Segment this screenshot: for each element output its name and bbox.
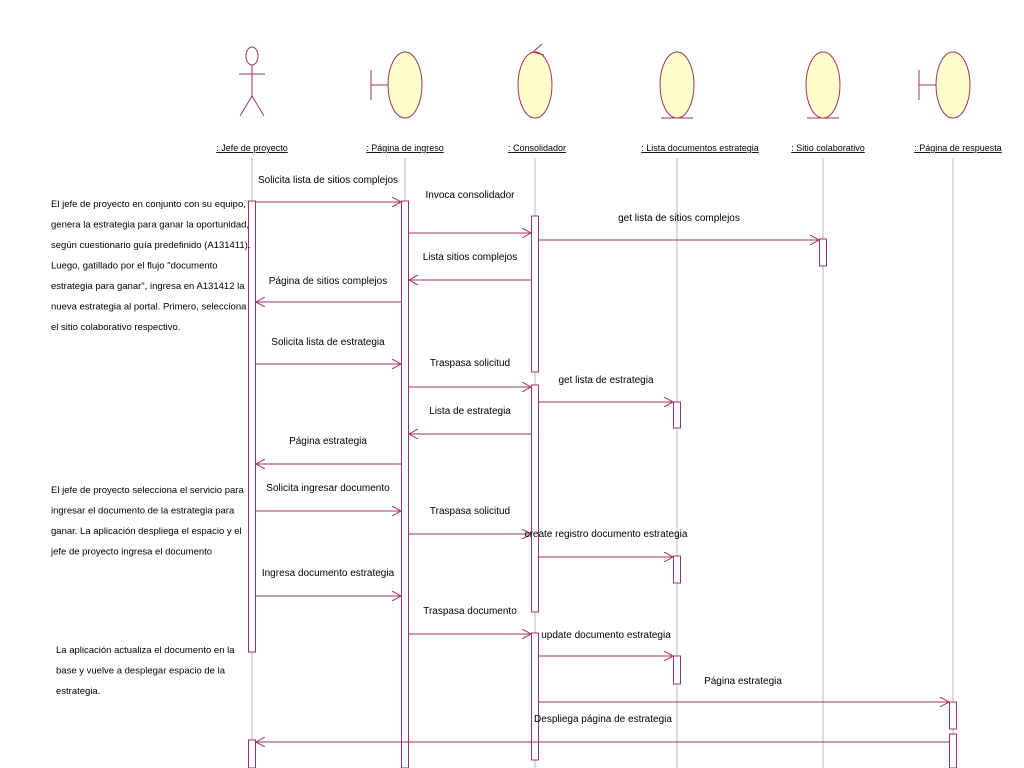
message-5[interactable]: Página de sitios complejos xyxy=(256,276,401,302)
entity-icon xyxy=(805,51,841,119)
message-label: Ingresa documento estrategia xyxy=(262,568,395,579)
note-2: El jefe de proyecto selecciona el servic… xyxy=(50,485,244,558)
activation-bar-actor xyxy=(248,739,256,768)
object-label-respuesta: : Página de respuesta xyxy=(914,143,1002,153)
note-line: el sitio colaborativo respectivo. xyxy=(51,322,180,333)
message-17[interactable]: Página estrategia xyxy=(539,676,949,702)
activation-bar-lista xyxy=(673,655,681,685)
message-label: create registro documento estrategia xyxy=(525,529,688,540)
entity-icon xyxy=(659,51,695,119)
note-line: La aplicación actualiza el documento en … xyxy=(56,645,235,656)
object-pagina[interactable]: : Página de ingreso xyxy=(366,51,444,153)
message-label: Solicita lista de sitios complejos xyxy=(258,175,398,186)
message-13[interactable]: create registro documento estrategia xyxy=(525,529,688,557)
object-label-sitio: : Sitio colaborativo xyxy=(791,143,865,153)
message-12[interactable]: Traspasa solicitud xyxy=(409,506,531,534)
message-16[interactable]: update documento estrategia xyxy=(539,630,673,656)
note-line: nueva estrategia al portal. Primero, sel… xyxy=(51,302,247,313)
activation-bar-consolidador xyxy=(531,632,539,761)
note-line: genera la estrategia para ganar la oport… xyxy=(51,220,249,231)
activation-bar-actor xyxy=(248,200,256,653)
message-label: update documento estrategia xyxy=(541,630,671,641)
note-line: El jefe de proyecto selecciona el servic… xyxy=(51,485,244,496)
message-4[interactable]: Lista sitios complejos xyxy=(409,252,531,280)
object-label-actor: : Jefe de proyecto xyxy=(216,143,288,153)
activation-bar-consolidador xyxy=(531,215,539,373)
message-label: Lista sitios complejos xyxy=(423,252,517,263)
actor-icon xyxy=(239,46,265,117)
object-lista[interactable]: : Lista documentos estrategia xyxy=(641,51,759,153)
message-3[interactable]: get lista de sitios complejos xyxy=(539,213,819,240)
message-label: Traspasa documento xyxy=(423,606,517,617)
message-14[interactable]: Ingresa documento estrategia xyxy=(256,568,401,596)
note-line: ganar. La aplicación despliega el espaci… xyxy=(51,526,242,537)
message-2[interactable]: Invoca consolidador xyxy=(409,190,531,233)
note-1: El jefe de proyecto en conjunto con su e… xyxy=(51,199,250,333)
message-label: Solicita ingresar documento xyxy=(266,483,390,494)
note-line: jefe de proyecto ingresa el documento xyxy=(50,547,212,558)
activation-bar-respuesta xyxy=(949,701,957,730)
message-11[interactable]: Solicita ingresar documento xyxy=(256,483,401,511)
boundary-icon xyxy=(918,51,971,119)
message-label: Invoca consolidador xyxy=(426,190,516,201)
activation-bar-consolidador xyxy=(531,384,539,613)
note-line: estrategia para ganar", ingresa en A1314… xyxy=(51,281,245,292)
message-7[interactable]: Traspasa solicitud xyxy=(409,358,531,387)
object-sitio[interactable]: : Sitio colaborativo xyxy=(791,51,865,153)
message-label: Solicita lista de estrategia xyxy=(271,337,385,348)
activation-bar-respuesta xyxy=(949,733,957,768)
object-label-pagina: : Página de ingreso xyxy=(366,143,444,153)
object-consolidador[interactable]: : Consolidador xyxy=(508,43,566,153)
message-9[interactable]: Lista de estrategia xyxy=(409,406,531,434)
note-line: estrategia. xyxy=(56,686,100,697)
message-label: Página estrategia xyxy=(289,436,367,447)
message-6[interactable]: Solicita lista de estrategia xyxy=(256,337,401,364)
message-label: Página estrategia xyxy=(704,676,782,687)
message-10[interactable]: Página estrategia xyxy=(256,436,401,464)
message-label: Despliega página de estrategia xyxy=(534,714,672,725)
object-label-consolidador: : Consolidador xyxy=(508,143,566,153)
note-line: según cuestionario guía predefinido (A13… xyxy=(51,240,250,251)
note-line: Luego, gatillado por el flujo "documento xyxy=(51,261,218,272)
message-8[interactable]: get lista de estrategia xyxy=(539,375,673,402)
note-line: El jefe de proyecto en conjunto con su e… xyxy=(51,199,246,210)
message-18[interactable]: Despliega página de estrategia xyxy=(256,714,949,742)
note-line: base y vuelve a desplegar espacio de la xyxy=(56,666,226,677)
message-label: Lista de estrategia xyxy=(429,406,511,417)
activation-bar-pagina xyxy=(401,200,409,768)
activation-bar-lista xyxy=(673,555,681,584)
boundary-icon xyxy=(370,51,423,119)
control-icon xyxy=(517,43,553,119)
message-1[interactable]: Solicita lista de sitios complejos xyxy=(256,175,401,202)
message-label: Página de sitios complejos xyxy=(269,276,387,287)
note-line: ingresar el documento de la estrategia p… xyxy=(51,506,235,517)
message-label: get lista de estrategia xyxy=(558,375,653,386)
note-3: La aplicación actualiza el documento en … xyxy=(56,645,235,697)
message-15[interactable]: Traspasa documento xyxy=(409,606,531,634)
message-label: Traspasa solicitud xyxy=(430,506,510,517)
message-label: get lista de sitios complejos xyxy=(618,213,740,224)
message-label: Traspasa solicitud xyxy=(430,358,510,369)
activation-bar-lista xyxy=(673,401,681,429)
object-respuesta[interactable]: : Página de respuesta xyxy=(914,51,1002,153)
object-actor[interactable]: : Jefe de proyecto xyxy=(216,46,288,153)
activation-bar-sitio xyxy=(819,238,827,267)
object-label-lista: : Lista documentos estrategia xyxy=(641,143,759,153)
